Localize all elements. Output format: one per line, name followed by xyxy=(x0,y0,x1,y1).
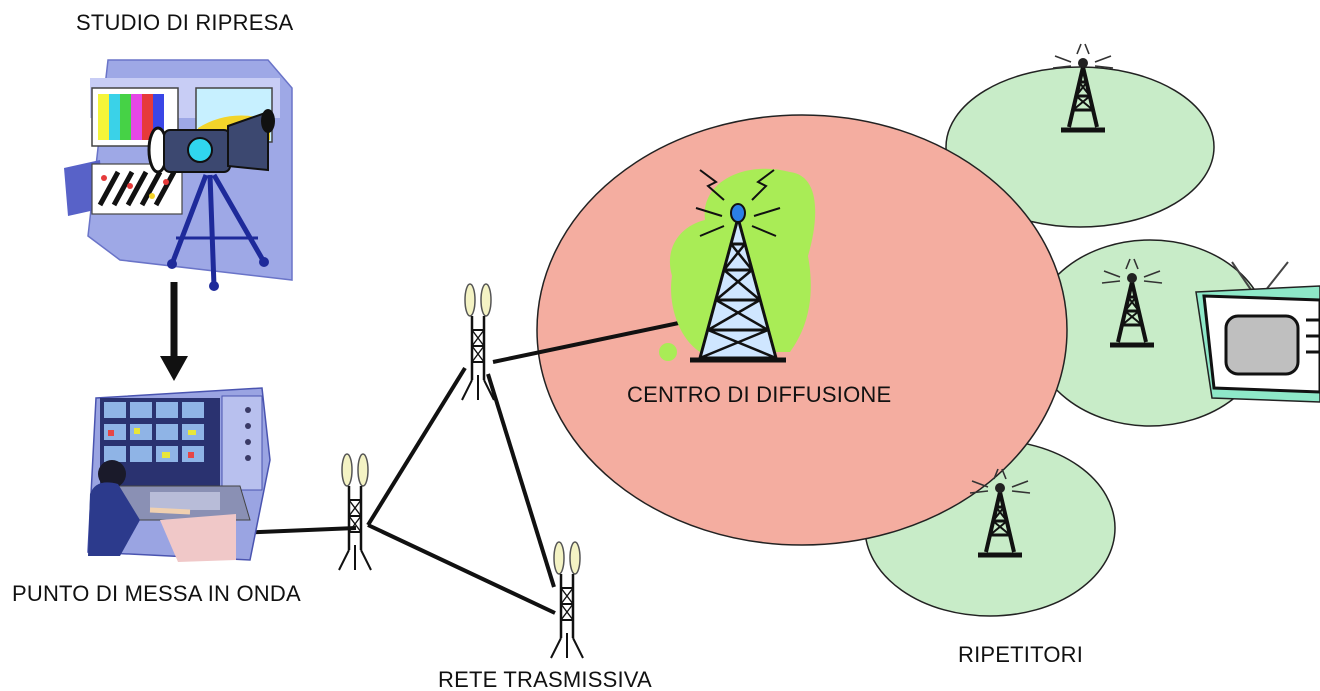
microwave-relay-tower-icon xyxy=(337,452,373,572)
studio-label: STUDIO DI RIPRESA xyxy=(76,10,293,35)
television-icon xyxy=(1195,261,1320,403)
repeaters-label: RIPETITORI xyxy=(958,642,1083,667)
control-room-icon xyxy=(87,387,271,562)
microwave-relay-tower-icon xyxy=(549,540,585,660)
center-label: CENTRO DI DIFFUSIONE xyxy=(627,382,891,407)
broadcast-tower-icon xyxy=(659,168,816,363)
tv-camera-studio-icon xyxy=(64,59,293,291)
transmission-links xyxy=(236,314,713,615)
network-label: RETE TRASMISSIVA xyxy=(438,667,652,691)
onair-label: PUNTO DI MESSA IN ONDA xyxy=(12,581,301,606)
studio-to-onair-arrow xyxy=(160,282,188,381)
